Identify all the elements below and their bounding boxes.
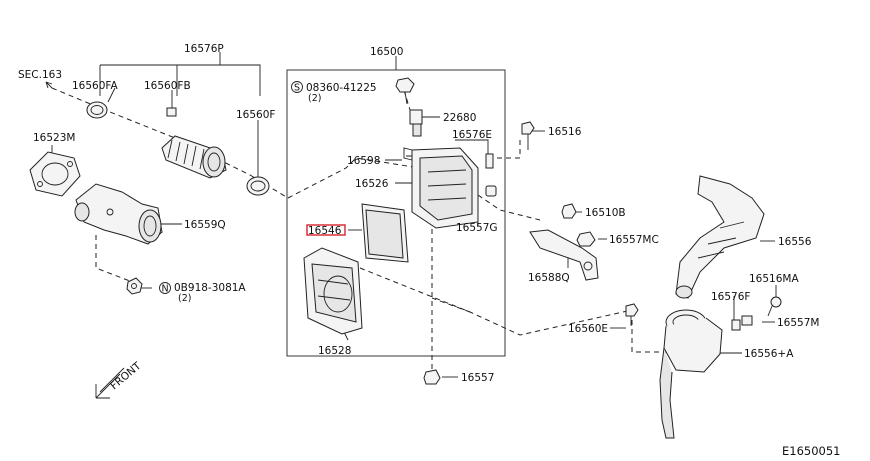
grommet-16557g-icon	[485, 185, 497, 197]
label-16516: 16516	[548, 126, 582, 138]
label-16560fb: 16560FB	[144, 80, 191, 92]
intake-adaptor-16559q-icon	[74, 183, 163, 245]
label-16557mc: 16557MC	[609, 234, 659, 246]
nut-symbol-letter: N	[161, 284, 168, 295]
clamp-16560f-icon	[246, 176, 270, 196]
bracket-16588q-icon	[529, 229, 599, 281]
airflow-sensor-22680-icon	[409, 109, 423, 137]
arrow-sec-icon	[45, 81, 53, 89]
air-cleaner-upper-case-icon	[403, 147, 479, 229]
label-16526: 16526	[355, 178, 389, 190]
pin-16576e-icon	[485, 153, 494, 169]
label-16559q: 16559Q	[184, 219, 226, 231]
label-16557: 16557	[461, 372, 494, 384]
bracket-16576p	[99, 64, 261, 96]
label-16516ma: 16516MA	[749, 273, 799, 285]
label-16556a: 16556+A	[744, 348, 794, 360]
air-duct-16556-icon	[675, 175, 765, 299]
label-16557m: 16557M	[777, 317, 819, 329]
bolt-16560e-icon	[625, 303, 639, 326]
label-16560e: 16560E	[568, 323, 608, 335]
label-16576p: 16576P	[184, 43, 224, 55]
nut-16557mc-icon	[576, 231, 596, 247]
clamp-16560fa-icon	[86, 101, 108, 119]
label-16528: 16528	[318, 345, 351, 357]
label-16576f: 16576F	[711, 291, 750, 303]
label-08360: 08360-41225	[306, 82, 377, 94]
label-sec-163: SEC.163	[18, 69, 62, 81]
nut-symbol-icon	[159, 282, 171, 294]
label-16560fa: 16560FA	[72, 80, 118, 92]
air-cleaner-lower-case-icon	[303, 247, 363, 335]
pin-16576f-icon	[731, 319, 741, 331]
label-16523m: 16523M	[33, 132, 75, 144]
label-16560f: 16560F	[236, 109, 275, 121]
label-16556: 16556	[778, 236, 812, 248]
label-16576e: 16576E	[452, 129, 492, 141]
label-16598: 16598	[347, 155, 380, 167]
label-16510b: 16510B	[585, 207, 626, 219]
bolt-16510b-icon	[561, 203, 577, 219]
air-filter-element-icon	[361, 203, 409, 263]
label-16557g: 16557G	[456, 222, 498, 234]
label-08918: 0B918-3081A	[174, 282, 246, 294]
air-duct-hose-icon	[161, 135, 227, 179]
clip-16560fb-icon	[166, 107, 177, 117]
front-direction-icon	[95, 367, 125, 399]
label-22680: 22680	[443, 112, 476, 124]
gasket-16523m-icon	[29, 151, 81, 197]
label-16588q: 16588Q	[528, 272, 570, 284]
screw-08360-icon	[395, 77, 415, 105]
grommet-16557-icon	[423, 369, 441, 385]
nut-16557m-icon	[741, 315, 753, 326]
nut-08918-icon	[126, 277, 143, 295]
highlight-16546	[306, 224, 346, 236]
air-duct-16556a-icon	[659, 309, 723, 439]
screw-16516ma-icon	[767, 296, 782, 317]
bolt-16516-icon	[521, 121, 535, 150]
screw-symbol-letter: S	[294, 83, 300, 94]
screw-symbol-icon	[291, 81, 303, 93]
front-label: FRONT	[108, 360, 144, 393]
label-16500: 16500	[370, 46, 403, 58]
label-16546: 16546	[308, 225, 342, 237]
label-08918-qty: (2)	[178, 293, 191, 304]
diagram-code: E1650051	[782, 444, 840, 458]
label-08360-qty: (2)	[308, 93, 321, 104]
